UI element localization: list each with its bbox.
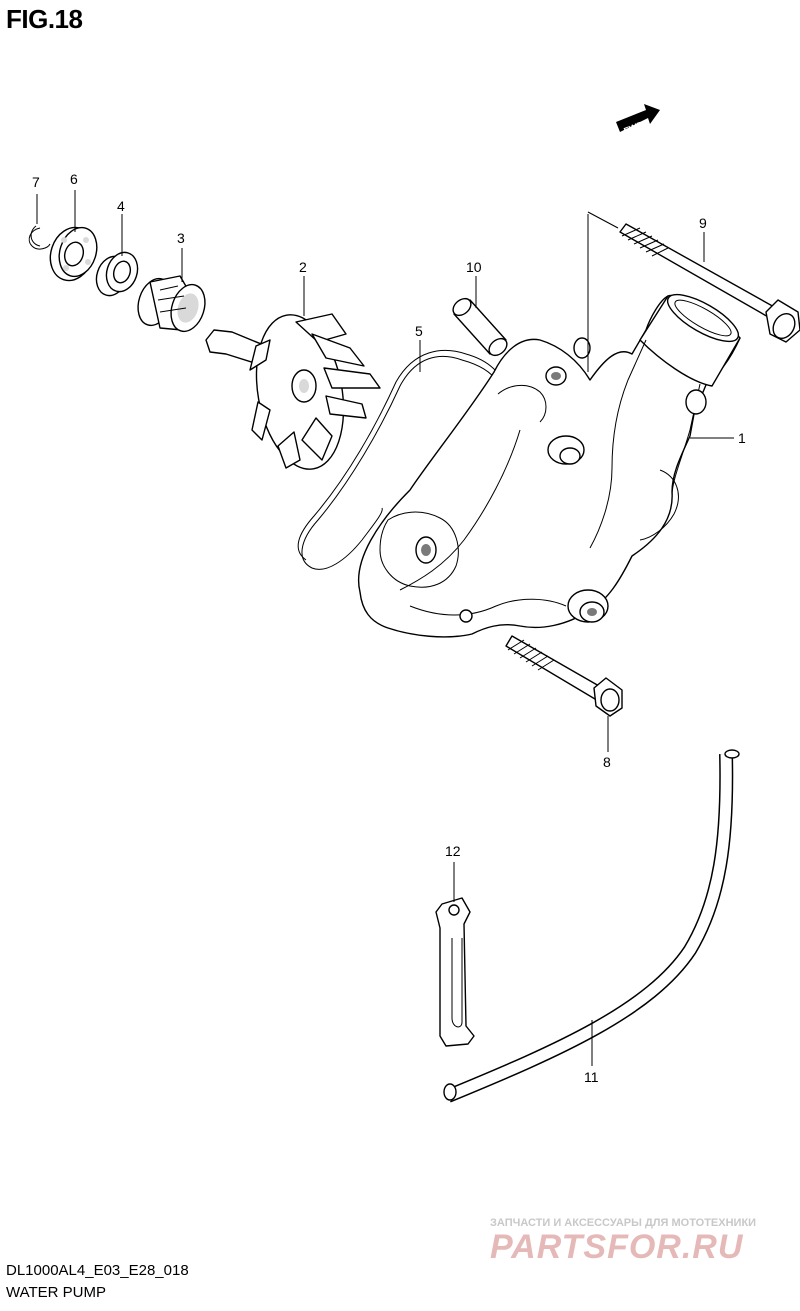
callout-8: 8 (603, 754, 611, 770)
part-9-long-bolt[interactable] (619, 223, 800, 343)
model-code: DL1000AL4_E03_E28_018 (6, 1262, 189, 1279)
callout-10: 10 (466, 259, 482, 275)
part-4-seal[interactable] (92, 248, 143, 299)
callout-7: 7 (32, 174, 40, 190)
part-7-circlip[interactable] (28, 225, 51, 250)
callout-2: 2 (299, 259, 307, 275)
callout-5: 5 (415, 323, 423, 339)
callout-12: 12 (445, 843, 461, 859)
watermark-tagline: ЗАПЧАСТИ И АКСЕССУАРЫ ДЛЯ МОТОТЕХНИКИ (490, 1217, 757, 1229)
figure-title: FIG.18 (6, 4, 83, 34)
watermark-logo: PARTSFOR.RU (490, 1228, 744, 1266)
part-11-hose[interactable] (443, 749, 740, 1103)
callout-1: 1 (738, 430, 746, 446)
callout-3: 3 (177, 230, 185, 246)
part-1-water-pump-case[interactable] (358, 286, 745, 638)
diagram-caption: WATER PUMP (6, 1284, 106, 1301)
callout-9: 9 (699, 215, 707, 231)
callout-4: 4 (117, 198, 125, 214)
leader-lines (36, 190, 734, 1066)
part-3-mechanical-seal[interactable] (132, 274, 210, 336)
part-6-bearing[interactable] (44, 222, 103, 286)
part-2-impeller[interactable] (205, 308, 381, 476)
part-10-dowel-pin[interactable] (450, 295, 510, 359)
callout-11: 11 (584, 1069, 599, 1085)
fwd-direction-badge: FWD (616, 104, 660, 136)
part-12-clamp[interactable] (435, 897, 475, 1047)
callout-6: 6 (70, 171, 78, 187)
part-8-bolt[interactable] (505, 635, 623, 717)
